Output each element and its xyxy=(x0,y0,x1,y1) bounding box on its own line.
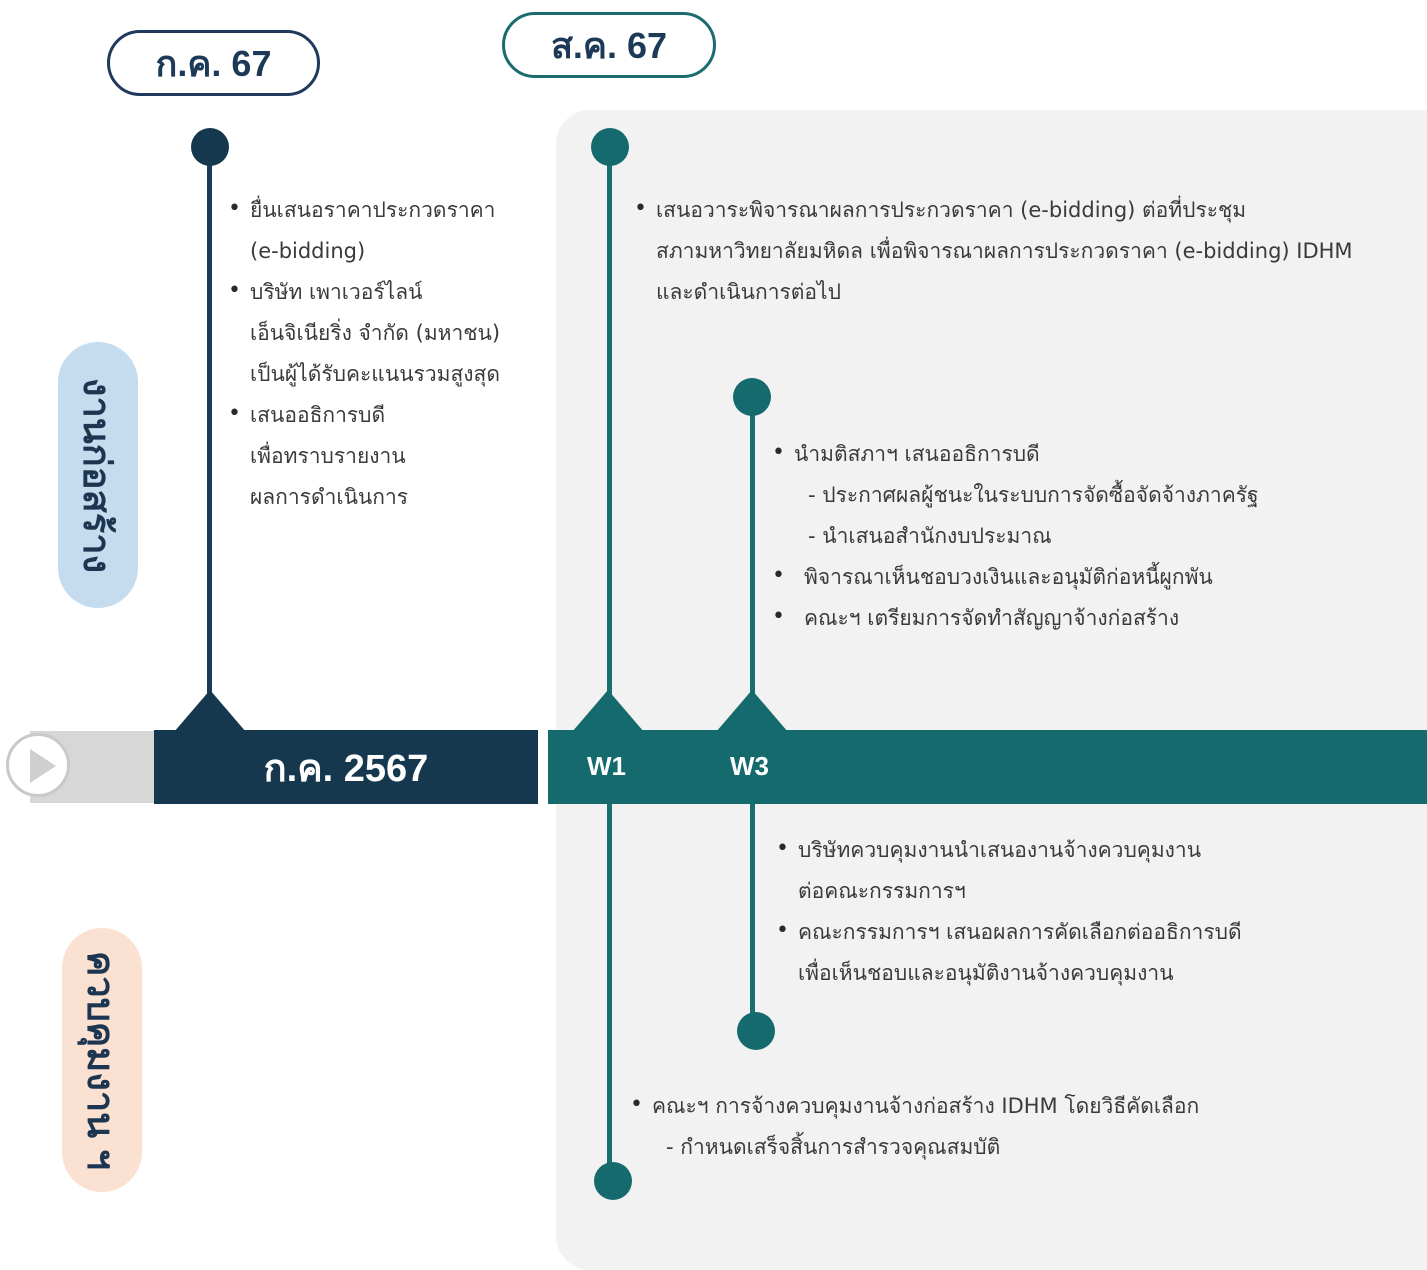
w3-milestone-top-dot xyxy=(733,378,771,416)
w3-milestone-bottom-dot xyxy=(737,1012,775,1050)
list-item: คณะกรรมการฯ เสนอผลการคัดเลือกต่ออธิการบด… xyxy=(776,910,1416,953)
month-label-july: ก.ค. 67 xyxy=(107,30,320,96)
w1-milestone-top-dot xyxy=(591,128,629,166)
month-label-july-text: ก.ค. 67 xyxy=(155,42,272,84)
list-item: บริษัท เพาเวอร์ไลน์ xyxy=(228,270,538,313)
w3-milestone-marker xyxy=(716,690,788,732)
july-milestone-dot xyxy=(191,128,229,166)
week-label-w1: W1 xyxy=(587,751,626,781)
month-label-august-text: ส.ค. 67 xyxy=(550,24,668,66)
list-item-continuation: เอ็นจิเนียริ่ง จำกัด (มหาชน) xyxy=(250,321,501,345)
sub-list-item: - กำหนดเสร็จสิ้นการสำรวจคุณสมบัติ xyxy=(666,1135,1001,1159)
sub-list-item: - ประกาศผลผู้ชนะในระบบการจัดซื้อจัดจ้างภ… xyxy=(808,483,1259,507)
august-panel xyxy=(556,110,1427,1270)
timeline-july-segment: ก.ค. 2567 xyxy=(154,730,538,804)
aug-w3-supervision-notes: บริษัทควบคุมงานนำเสนองานจ้างควบคุมงาน ต่… xyxy=(776,828,1416,994)
list-item-continuation: ผลการดำเนินการ xyxy=(250,485,409,509)
list-item-continuation: (e-bidding) xyxy=(250,239,366,263)
list-item: คณะฯ การจ้างควบคุมงานจ้างก่อสร้าง IDHM โ… xyxy=(630,1084,1410,1127)
list-item-continuation: สภามหาวิทยาลัยมหิดล เพื่อพิจารณาผลการประ… xyxy=(656,239,1353,263)
list-item: ยื่นเสนอราคาประกวดราคา xyxy=(228,188,538,231)
july-milestone-line xyxy=(207,150,212,698)
list-item: นำมติสภาฯ เสนออธิการบดี xyxy=(772,432,1412,475)
aug-w1-construction-notes: เสนอวาระพิจารณาผลการประกวดราคา (e-biddin… xyxy=(634,188,1414,313)
list-item-continuation: เพื่อทราบรายงาน xyxy=(250,444,406,468)
w1-milestone-line xyxy=(607,150,612,1180)
timeline-july-label: ก.ค. 2567 xyxy=(263,747,429,790)
category-supervision-label: ควบคุมงาน ฯ xyxy=(79,950,122,1170)
list-item: บริษัทควบคุมงานนำเสนองานจ้างควบคุมงาน xyxy=(776,828,1416,871)
list-item-continuation: เพื่อเห็นชอบและอนุมัติงานจ้างควบคุมงาน xyxy=(798,961,1174,985)
month-label-august: ส.ค. 67 xyxy=(502,12,716,78)
category-construction: งานก่อสร้าง xyxy=(58,342,138,608)
list-item-continuation: และดำเนินการต่อไป xyxy=(656,280,841,304)
list-item: เสนอวาระพิจารณาผลการประกวดราคา (e-biddin… xyxy=(634,188,1414,231)
list-item-continuation: ต่อคณะกรรมการฯ xyxy=(798,879,966,903)
category-construction-label: งานก่อสร้าง xyxy=(75,377,118,573)
play-icon xyxy=(30,749,56,783)
july-milestone-marker xyxy=(174,690,246,732)
w1-milestone-marker xyxy=(572,690,644,732)
aug-w1-supervision-notes: คณะฯ การจ้างควบคุมงานจ้างก่อสร้าง IDHM โ… xyxy=(630,1084,1410,1168)
sub-list-item: - นำเสนอสำนักงบประมาณ xyxy=(808,524,1052,548)
timeline-august-segment xyxy=(548,730,1427,804)
aug-w3-construction-notes: นำมติสภาฯ เสนออธิการบดี - ประกาศผลผู้ชนะ… xyxy=(772,432,1412,639)
july-construction-notes: ยื่นเสนอราคาประกวดราคา (e-bidding) บริษั… xyxy=(228,188,538,518)
w1-milestone-bottom-dot xyxy=(594,1162,632,1200)
list-item: คณะฯ เตรียมการจัดทำสัญญาจ้างก่อสร้าง xyxy=(772,596,1412,639)
week-label-w3: W3 xyxy=(730,751,769,781)
category-supervision: ควบคุมงาน ฯ xyxy=(62,928,142,1192)
list-item-continuation: เป็นผู้ได้รับคะแนนรวมสูงสุด xyxy=(250,362,500,386)
list-item: เสนออธิการบดี xyxy=(228,393,538,436)
list-item: พิจารณาเห็นชอบวงเงินและอนุมัติก่อหนี้ผูก… xyxy=(772,555,1412,598)
